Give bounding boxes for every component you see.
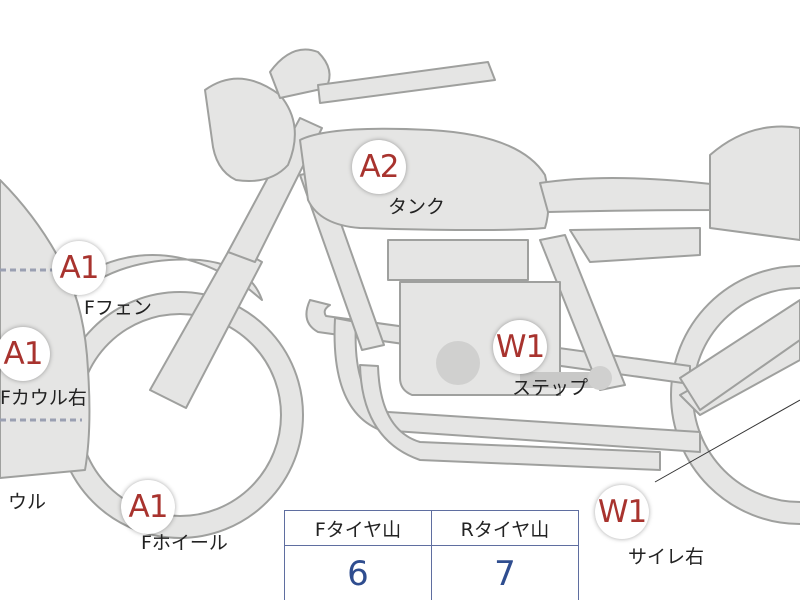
headlight xyxy=(204,77,296,182)
seat xyxy=(539,176,721,213)
label-tank: タンク xyxy=(388,196,446,218)
label-cowl-partial: ウル xyxy=(8,491,47,513)
rear-tire-value: 7 xyxy=(431,545,579,600)
label-silencer-right: サイレ右 xyxy=(628,546,705,568)
badge-front-cowl-right[interactable]: A1 xyxy=(0,327,50,381)
label-step: ステップ xyxy=(512,377,589,399)
label-front-fender: Fフェン xyxy=(84,297,152,319)
tire-tread-table: Fタイヤ山 Rタイヤ山 6 7 xyxy=(284,510,579,600)
silencer-leader-line xyxy=(654,399,800,483)
footstep xyxy=(520,372,605,388)
front-fork xyxy=(149,244,263,409)
front-tire-header: Fタイヤ山 xyxy=(284,510,432,546)
badge-step[interactable]: W1 xyxy=(493,320,547,374)
badge-front-fender[interactable]: A1 xyxy=(52,241,106,295)
muffler xyxy=(679,299,800,411)
badge-front-wheel[interactable]: A1 xyxy=(121,480,175,534)
front-tire-value: 6 xyxy=(284,545,432,600)
engine-cover xyxy=(436,341,480,385)
front-cowl xyxy=(0,179,91,479)
handlebar xyxy=(317,61,496,104)
rear-tire-header: Rタイヤ山 xyxy=(431,510,579,546)
badge-silencer-right[interactable]: W1 xyxy=(595,485,649,539)
tail-cowl xyxy=(709,125,800,241)
badge-tank[interactable]: A2 xyxy=(352,140,406,194)
side-cover xyxy=(569,227,701,263)
engine-top xyxy=(387,239,529,281)
label-front-cowl-right: Fカウル右 xyxy=(0,387,87,409)
label-front-wheel: Fホイール xyxy=(141,532,228,554)
